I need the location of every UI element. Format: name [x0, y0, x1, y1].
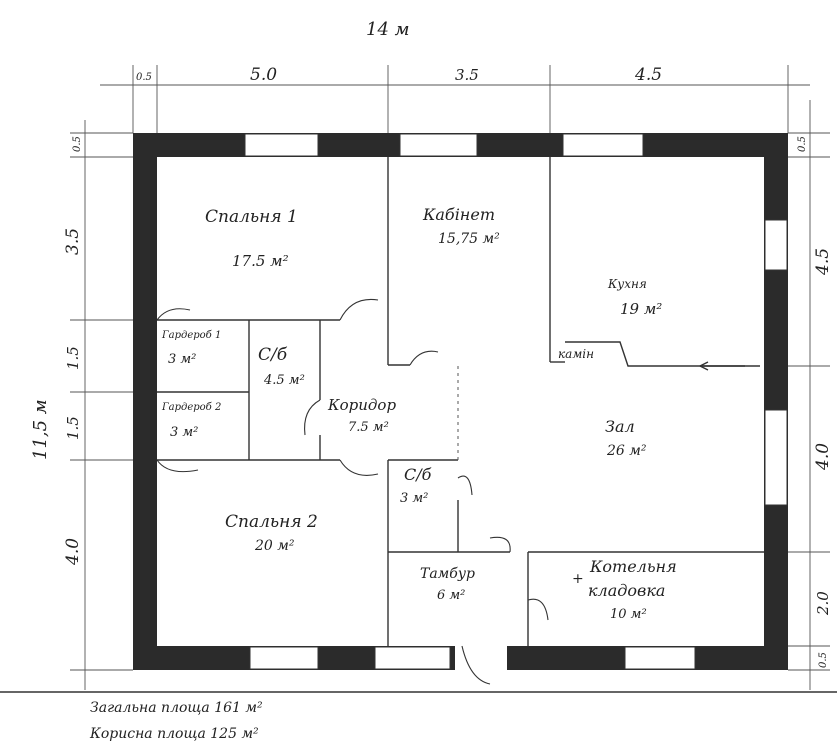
room-bathroom-2-name: С/б [404, 465, 432, 484]
room-wardrobe-1-area: 3 м² [168, 352, 196, 367]
room-wardrobe-2-name: Гардероб 2 [161, 402, 221, 413]
room-corridor-area: 7.5 м² [348, 420, 389, 435]
top-dim-1: 0.5 [136, 72, 152, 83]
left-dim-5: 4.0 [63, 538, 83, 566]
room-vestibule-area: 6 м² [437, 588, 465, 603]
top-dim-3: 3.5 [455, 66, 479, 84]
room-wardrobe-2-area: 3 м² [170, 425, 198, 440]
room-labels: Спальня 1 17.5 м² Кабінет 15,75 м² Кухня… [161, 205, 677, 622]
room-kitchen-area: 19 м² [620, 300, 662, 318]
dimension-labels: 14 м 0.5 5.0 3.5 4.5 0.5 3.5 1.5 1.5 4.0… [30, 19, 833, 668]
interior-walls [157, 157, 764, 646]
room-wardrobe-1-name: Гардероб 1 [161, 330, 221, 341]
boiler-room-plus-icon: + [572, 571, 584, 587]
room-bedroom-2-area: 20 м² [254, 538, 295, 554]
room-bathroom-2-area: 3 м² [400, 491, 428, 506]
room-boiler-name: Котельня [589, 557, 677, 576]
total-width-label: 14 м [366, 19, 410, 40]
useful-area-text: Корисна площа 125 м² [89, 726, 259, 742]
room-living-name: Зал [605, 417, 635, 436]
right-dim-2: 4.5 [813, 248, 833, 276]
room-study-area: 15,75 м² [438, 231, 500, 247]
windows [244, 133, 788, 672]
area-summary: Загальна площа 161 м² Корисна площа 125 … [89, 700, 263, 742]
total-area-text: Загальна площа 161 м² [90, 700, 263, 716]
room-living-area: 26 м² [606, 443, 647, 459]
room-study-name: Кабінет [422, 205, 495, 224]
dimension-lines [0, 65, 837, 693]
left-dim-4: 1.5 [64, 416, 82, 440]
right-dim-5: 0.5 [818, 652, 829, 668]
left-dim-3: 1.5 [64, 346, 82, 370]
right-dim-3: 4.0 [813, 443, 833, 471]
total-height-label: 11,5 м [30, 399, 51, 460]
room-bedroom-1-name: Спальня 1 [205, 207, 298, 227]
room-bedroom-1-area: 17.5 м² [232, 252, 289, 270]
room-corridor-name: Коридор [327, 396, 396, 414]
room-storage-name: кладовка [588, 581, 665, 600]
room-bathroom-1-name: С/б [258, 345, 288, 365]
room-bedroom-2-name: Спальня 2 [225, 512, 318, 532]
room-storage-area: 10 м² [610, 607, 647, 622]
room-vestibule-name: Тамбур [420, 566, 475, 582]
left-dim-1: 0.5 [72, 136, 83, 152]
right-dim-4: 2.0 [814, 591, 832, 616]
right-dim-1: 0.5 [797, 136, 808, 152]
doors [156, 298, 745, 685]
top-dim-2: 5.0 [250, 65, 277, 85]
room-bathroom-1-area: 4.5 м² [263, 373, 305, 388]
top-dim-4: 4.5 [634, 65, 662, 85]
fireplace-label: камін [558, 347, 594, 361]
room-kitchen-name: Кухня [607, 277, 647, 291]
left-dim-2: 3.5 [63, 228, 83, 255]
